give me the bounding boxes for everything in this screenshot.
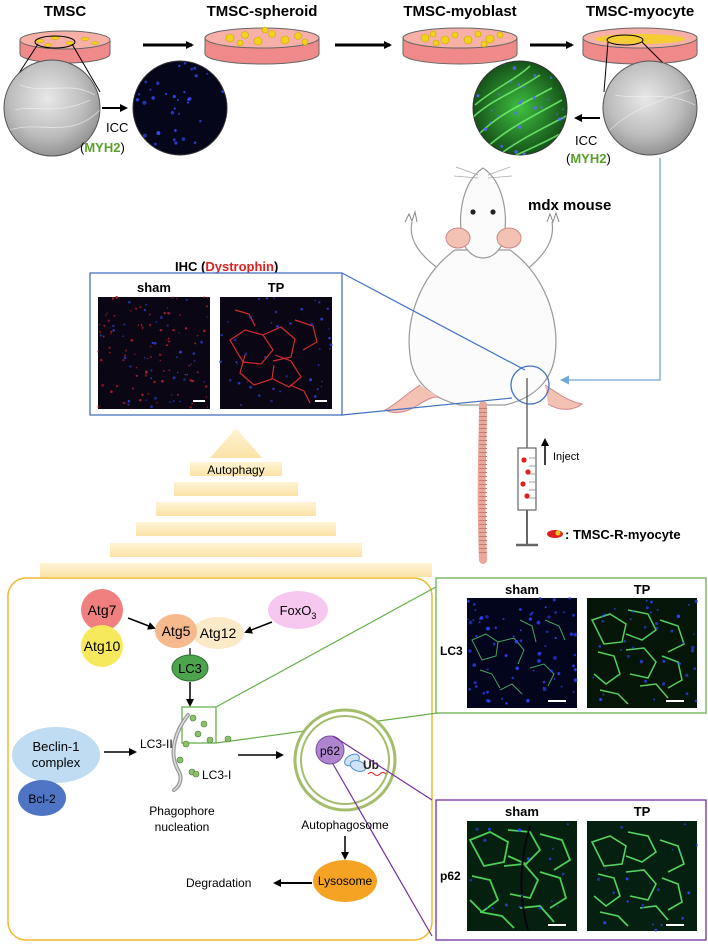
lc3-tp-image <box>587 598 698 708</box>
stage-title-spheroid: TMSC-spheroid <box>207 3 318 20</box>
syringe-icon <box>516 378 538 547</box>
transplant-route <box>560 158 661 385</box>
atg7-node: Atg7 <box>81 589 123 631</box>
lc3-sham-image <box>466 596 578 708</box>
p62-tp-label: TP <box>634 804 651 819</box>
p62-connector-top <box>332 735 433 801</box>
ihc-sham-label: sham <box>137 280 171 295</box>
dystrophin-marker: Dystrophin <box>205 259 274 274</box>
stage-title-myoblast: TMSC-myoblast <box>403 3 516 20</box>
lc3-i-label: LC3-I <box>202 768 231 782</box>
lc3-node: LC3 <box>171 654 209 682</box>
ubiquitin-icon <box>344 753 367 772</box>
svg-text:Atg7: Atg7 <box>88 602 117 618</box>
autophagy-pyramid <box>40 428 432 577</box>
foxo3-node: FoxO3 <box>268 591 328 629</box>
inject-label: Inject <box>553 451 579 463</box>
svg-text:Atg5: Atg5 <box>162 623 191 639</box>
degradation-label: Degradation <box>186 876 251 890</box>
lc3-ii-label: LC3-II <box>140 737 173 751</box>
ihc-sham-image <box>96 295 210 410</box>
svg-text:LC3: LC3 <box>178 661 202 676</box>
lc3-sham-label: sham <box>505 582 539 597</box>
lc3-tp-label: TP <box>634 582 651 597</box>
myh2-left: MYH2 <box>84 140 120 155</box>
icc-left-marker-line: (MYH2) <box>80 140 125 155</box>
petri-dish-spheroid <box>204 26 320 65</box>
legend-label: : TMSC-R-myocyte <box>565 527 681 542</box>
mdx-mouse-illustration <box>383 166 584 564</box>
ihc-connector-bottom <box>341 397 513 416</box>
autophagosome: p62 Ub <box>293 708 397 812</box>
tmsc-r-myocyte-legend-icon <box>547 530 563 538</box>
ihc-title: IHC (Dystrophin) <box>175 259 278 274</box>
icc-right-marker-line: (MYH2) <box>566 151 611 166</box>
ihc-connector-top <box>341 272 526 371</box>
pathway-panel <box>7 577 433 941</box>
svg-text:Bcl-2: Bcl-2 <box>28 792 56 806</box>
p62-node <box>315 735 345 765</box>
p62-sham-label: sham <box>505 804 539 819</box>
lysosome-node: Lysosome <box>313 860 377 902</box>
lc3-connector-top <box>215 581 446 708</box>
icc-right-label: ICC <box>575 133 597 148</box>
svg-text:Atg12: Atg12 <box>200 625 237 641</box>
injection-site-circle <box>510 365 550 405</box>
icc-left-label: ICC <box>106 120 128 135</box>
atg5-atg12-complex: Atg5 Atg12 <box>155 614 244 649</box>
p62-tp-image <box>587 821 698 932</box>
petri-dish-myocyte <box>582 27 698 65</box>
lc3-row-label: LC3 <box>440 644 463 658</box>
myh2-right: MYH2 <box>570 151 606 166</box>
petri-dish-myoblast <box>402 27 518 65</box>
svg-text:Lysosome: Lysosome <box>318 874 373 888</box>
stage-title-tmsc: TMSC <box>44 3 87 20</box>
arrow-atg7-atg5 <box>127 617 156 630</box>
icc-myh2-tmsc-image <box>132 60 228 156</box>
stage-title-myocyte: TMSC-myocyte <box>586 3 694 20</box>
ihc-tp-image <box>219 297 333 409</box>
petri-dish-tmsc <box>19 30 111 64</box>
svg-text:Atg10: Atg10 <box>84 638 121 654</box>
autophagy-label: Autophagy <box>207 463 264 477</box>
brightfield-tmsc-image <box>3 59 101 157</box>
arrow-foxo3-atg12 <box>244 621 273 634</box>
lc3-i-dot <box>192 770 200 778</box>
p62-row-label: p62 <box>440 869 461 883</box>
icc-myh2-myocyte-image <box>472 60 568 156</box>
autophagosome-label: Autophagosome <box>301 818 389 832</box>
p62-sham-image <box>467 821 577 931</box>
mouse-label: mdx mouse <box>528 197 611 214</box>
brightfield-myocyte-image <box>602 60 698 156</box>
atg10-node: Atg10 <box>81 625 123 667</box>
svg-text:Ub: Ub <box>363 758 379 772</box>
svg-text:FoxO3: FoxO3 <box>280 603 317 621</box>
bcl-2-node: Bcl-2 <box>18 780 66 816</box>
ihc-tp-label: TP <box>268 280 285 295</box>
p62-connector-bottom <box>332 763 433 937</box>
svg-text:p62: p62 <box>320 744 340 758</box>
